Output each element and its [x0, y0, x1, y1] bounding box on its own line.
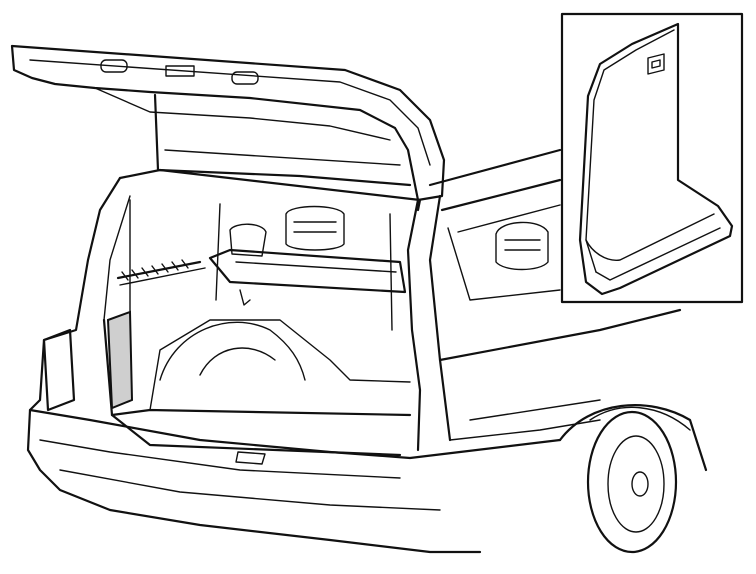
detail-inset	[560, 12, 744, 304]
highlighted-side-panel	[106, 310, 134, 410]
tailgate	[10, 44, 446, 202]
cargo-area	[102, 199, 412, 457]
